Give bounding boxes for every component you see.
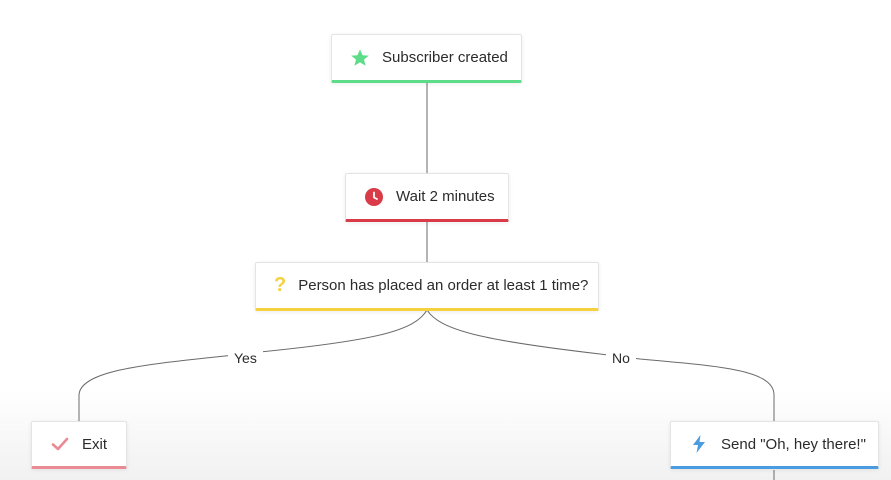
exit-node-label: Exit xyxy=(82,435,108,453)
branch-label-yes: Yes xyxy=(228,350,263,366)
condition-node-label: Person has placed an order at least 1 ti… xyxy=(298,277,589,294)
star-icon xyxy=(350,48,370,68)
trigger-node-label: Subscriber created xyxy=(382,49,508,66)
exit-node[interactable]: Exit xyxy=(31,421,127,469)
clock-icon xyxy=(364,187,384,207)
question-icon: ? xyxy=(274,274,287,296)
delay-node-wait[interactable]: Wait 2 minutes xyxy=(345,173,509,222)
branch-label-no: No xyxy=(606,350,636,366)
delay-node-label: Wait 2 minutes xyxy=(396,188,495,205)
condition-node-placed-order[interactable]: ? Person has placed an order at least 1 … xyxy=(255,262,599,311)
connector-yes-branch xyxy=(78,309,428,421)
email-node-send[interactable]: Send "Oh, hey there!" xyxy=(670,421,879,469)
check-icon xyxy=(50,434,70,454)
lightning-icon xyxy=(689,434,709,454)
trigger-node-subscriber-created[interactable]: Subscriber created xyxy=(331,34,522,83)
email-node-label: Send "Oh, hey there!" xyxy=(721,435,866,453)
connector-no-branch xyxy=(426,309,775,421)
